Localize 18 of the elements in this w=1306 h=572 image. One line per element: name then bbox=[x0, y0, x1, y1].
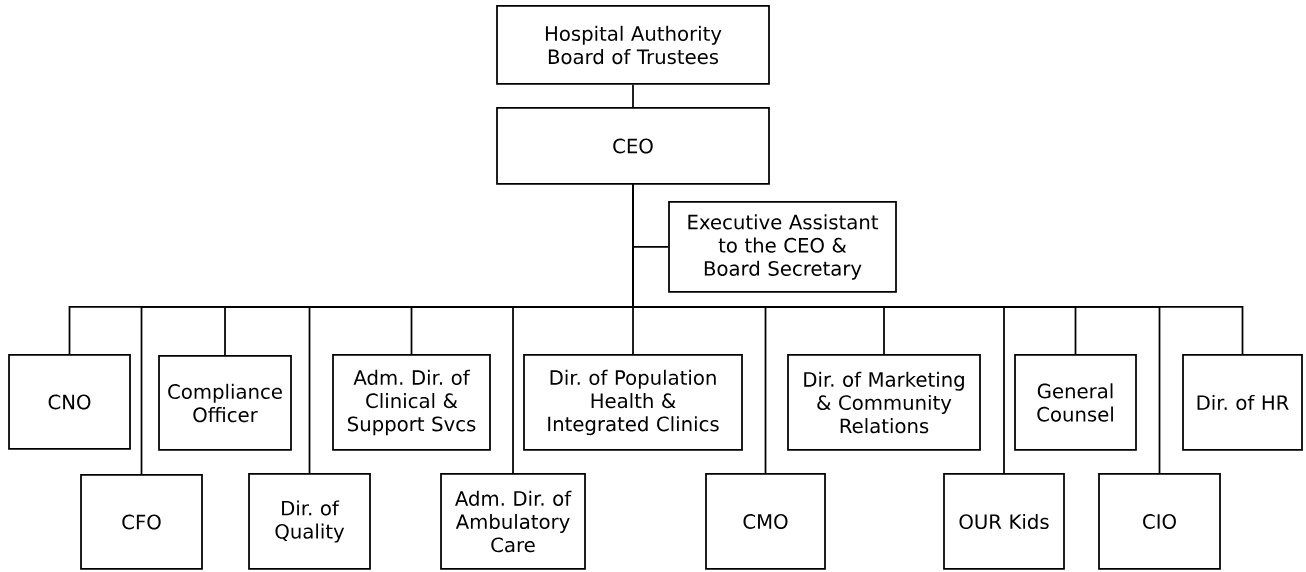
org-box: CMO bbox=[705, 473, 826, 570]
org-box: Dir. of Population Health & Integrated Clinics bbox=[523, 354, 743, 451]
org-box: CEO bbox=[496, 107, 770, 185]
connector-line bbox=[632, 184, 1244, 355]
connector-line bbox=[632, 84, 634, 108]
org-box: Compliance Officer bbox=[158, 355, 292, 451]
org-box: Hospital Authority Board of Trustees bbox=[496, 5, 770, 85]
org-box: OUR Kids bbox=[943, 473, 1065, 570]
org-box: CNO bbox=[8, 354, 131, 450]
org-box: Dir. of HR bbox=[1182, 354, 1303, 451]
org-box: CFO bbox=[80, 474, 203, 570]
org-box: Adm. Dir. of Clinical & Support Svcs bbox=[332, 354, 491, 451]
org-box: General Counsel bbox=[1014, 354, 1137, 451]
org-box: Adm. Dir. of Ambulatory Care bbox=[440, 473, 586, 570]
org-box: Dir. of Quality bbox=[248, 473, 371, 570]
org-box: CIO bbox=[1098, 473, 1221, 570]
org-box: Executive Assistant to the CEO & Board Secretary bbox=[668, 201, 897, 293]
org-box: Dir. of Marketing & Community Relations bbox=[787, 354, 981, 451]
